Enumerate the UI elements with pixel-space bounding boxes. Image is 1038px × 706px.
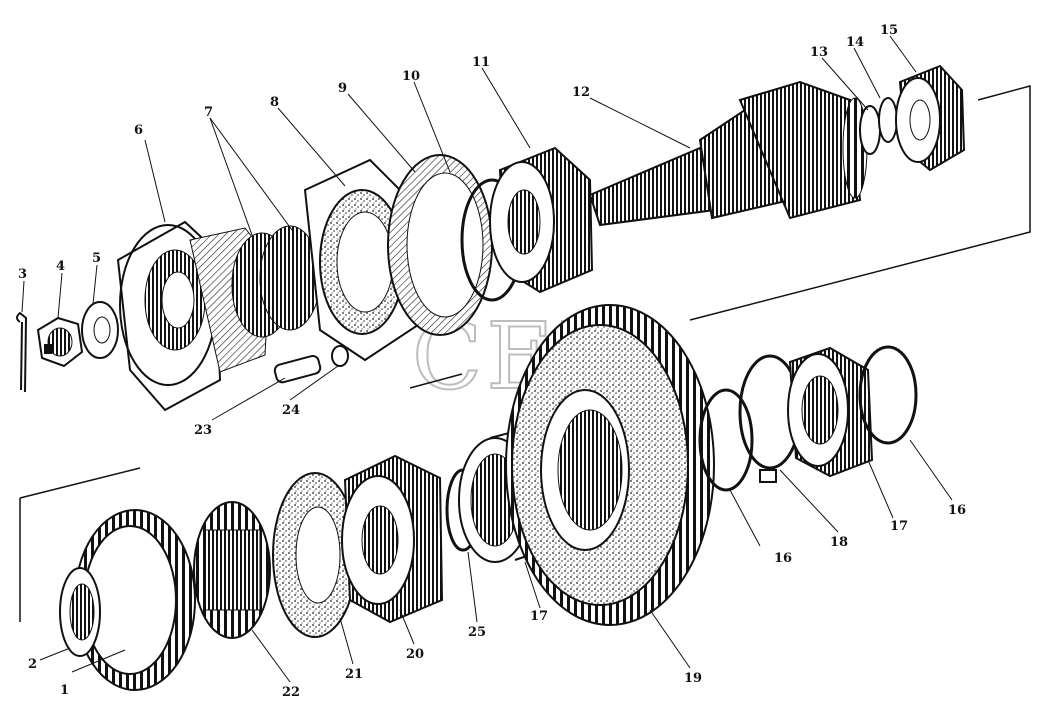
callout-20: 20 [406,647,424,662]
callout-16-right: 16 [948,503,966,518]
callout-7: 7 [204,105,213,120]
output-shaft [588,80,868,227]
callout-4: 4 [56,259,65,274]
callout-25: 25 [468,625,486,640]
callout-19: 19 [684,671,702,686]
friction-disc [272,472,358,638]
callout-1: 1 [60,683,69,698]
upper-roller-bearing [489,146,594,294]
callout-10: 10 [402,69,420,84]
callout-21: 21 [345,667,363,682]
callout-24: 24 [282,403,300,418]
callout-17-lower: 17 [530,609,548,624]
end-snap-ring [858,345,918,445]
callout-13: 13 [810,45,828,60]
hub-sleeve [59,567,101,657]
gasket [387,154,493,336]
callout-labels: 1 2 3 4 5 6 7 8 9 10 11 12 13 14 15 16 1… [18,23,966,700]
callout-23: 23 [194,423,212,438]
callout-5: 5 [92,251,101,266]
leader-lines [21,35,953,683]
callout-18: 18 [830,535,848,550]
callout-17-right: 17 [890,519,908,534]
cotter-pin [16,311,28,393]
small-spacer-rings [859,97,898,155]
assembly-frame-lines [19,85,1031,622]
callout-2: 2 [28,657,37,672]
washer [81,301,119,359]
callout-15: 15 [880,23,898,38]
lower-roller-bearing [341,454,444,624]
callout-9: 9 [338,81,347,96]
bolt-and-washer [273,345,349,384]
large-driven-gear [505,304,715,626]
castle-nut [36,316,84,368]
internal-ring-gear [74,509,196,691]
rear-ball-bearing [895,64,966,172]
callout-3: 3 [18,267,27,282]
right-bearing-race [787,346,874,478]
callout-22: 22 [282,685,300,700]
lock-ring-left [698,388,754,492]
callout-12: 12 [572,85,590,100]
callout-6: 6 [134,123,143,138]
spur-gear [193,501,271,639]
callout-8: 8 [270,95,279,110]
seal-rings [231,225,321,338]
callout-11: 11 [472,55,490,70]
callout-16-lower: 16 [774,551,792,566]
callout-14: 14 [846,35,864,50]
